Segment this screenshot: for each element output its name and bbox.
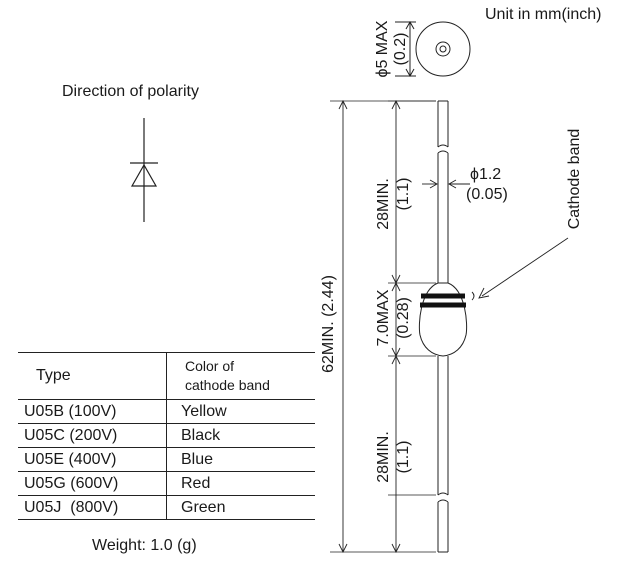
type-cell: U05C (200V)	[18, 423, 167, 448]
dim-bottom-lead	[391, 354, 401, 554]
type-cell: U05J (800V)	[18, 495, 167, 520]
top-lead-label: 28MIN.	[375, 178, 392, 230]
polarity-label: Direction of polarity	[62, 83, 199, 100]
table-header: Type Color of cathode band	[18, 352, 315, 400]
table-row: U05G (600V) Red	[18, 471, 315, 496]
unit-note: Unit in mm(inch)	[485, 6, 602, 23]
body-length-inch: (0.28)	[395, 297, 412, 339]
type-cell: U05E (400V)	[18, 447, 167, 472]
color-cell: Black	[166, 423, 315, 448]
table-row: U05E (400V) Blue	[18, 447, 315, 472]
header-color-line1: Color of	[185, 358, 235, 374]
dim-total-length	[338, 99, 348, 554]
cathode-band-label: Cathode band	[566, 128, 583, 230]
type-cell: U05B (100V)	[18, 399, 167, 424]
color-cell: Yellow	[166, 399, 315, 424]
bottom-lead-label: 28MIN.	[375, 431, 392, 483]
table-row: U05C (200V) Black	[18, 423, 315, 448]
body-diameter-label: ϕ5 MAX	[374, 20, 391, 78]
diode-symbol-icon	[130, 118, 158, 222]
body-diameter-inch: (0.2)	[392, 32, 409, 66]
weight-label: Weight: 1.0 (g)	[92, 537, 197, 554]
bottom-lead-inch: (1.1)	[395, 440, 412, 474]
lead-diameter-label: ϕ1.2	[470, 166, 502, 183]
header-type: Type	[18, 352, 167, 400]
total-length-label: 62MIN. (2.44)	[320, 275, 337, 373]
lead-bottom	[437, 356, 449, 553]
cathode-band-leader	[471, 237, 569, 301]
end-view-icon	[395, 20, 471, 78]
table-row: U05B (100V) Yellow	[18, 399, 315, 424]
color-cell: Green	[166, 495, 315, 520]
lead-diameter-inch: (0.05)	[466, 186, 508, 203]
table-row: U05J (800V) Green	[18, 495, 315, 520]
diode-body	[418, 282, 468, 357]
top-lead-inch: (1.1)	[395, 177, 412, 211]
color-cell: Blue	[166, 447, 315, 472]
lead-top	[437, 100, 449, 283]
body-length-label: 7.0MAX	[375, 289, 392, 347]
type-cell: U05G (600V)	[18, 471, 167, 496]
dim-lead-diameter	[422, 179, 470, 189]
color-cell: Red	[166, 471, 315, 496]
header-color: Color of cathode band	[166, 352, 315, 400]
band-color-table: Type Color of cathode band U05B (100V) Y…	[18, 352, 315, 520]
header-color-line2: cathode band	[185, 377, 270, 393]
